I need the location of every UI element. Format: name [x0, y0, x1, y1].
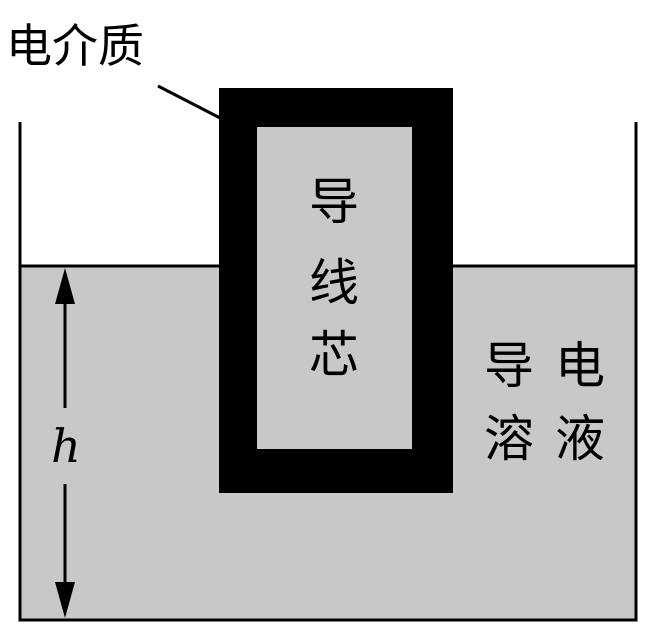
height-label: h	[51, 419, 81, 473]
wire-core-label-char-3: 芯	[309, 326, 359, 384]
solution-label-char-1: 导	[484, 337, 534, 395]
solution-label-char-4: 液	[555, 410, 605, 468]
solution-label-char-3: 溶	[484, 410, 534, 468]
height-arrowhead-top	[55, 268, 75, 304]
dielectric-label: 电介质	[6, 19, 144, 73]
wire-core-label-char-2: 线	[309, 254, 359, 312]
wire-core-label-char-1: 导	[309, 173, 359, 231]
dielectric-leader-line	[157, 84, 225, 122]
wire-core	[257, 127, 412, 449]
solution-label-char-2: 电	[555, 337, 605, 395]
container-outline	[18, 122, 638, 622]
height-arrowhead-bottom	[55, 582, 75, 618]
